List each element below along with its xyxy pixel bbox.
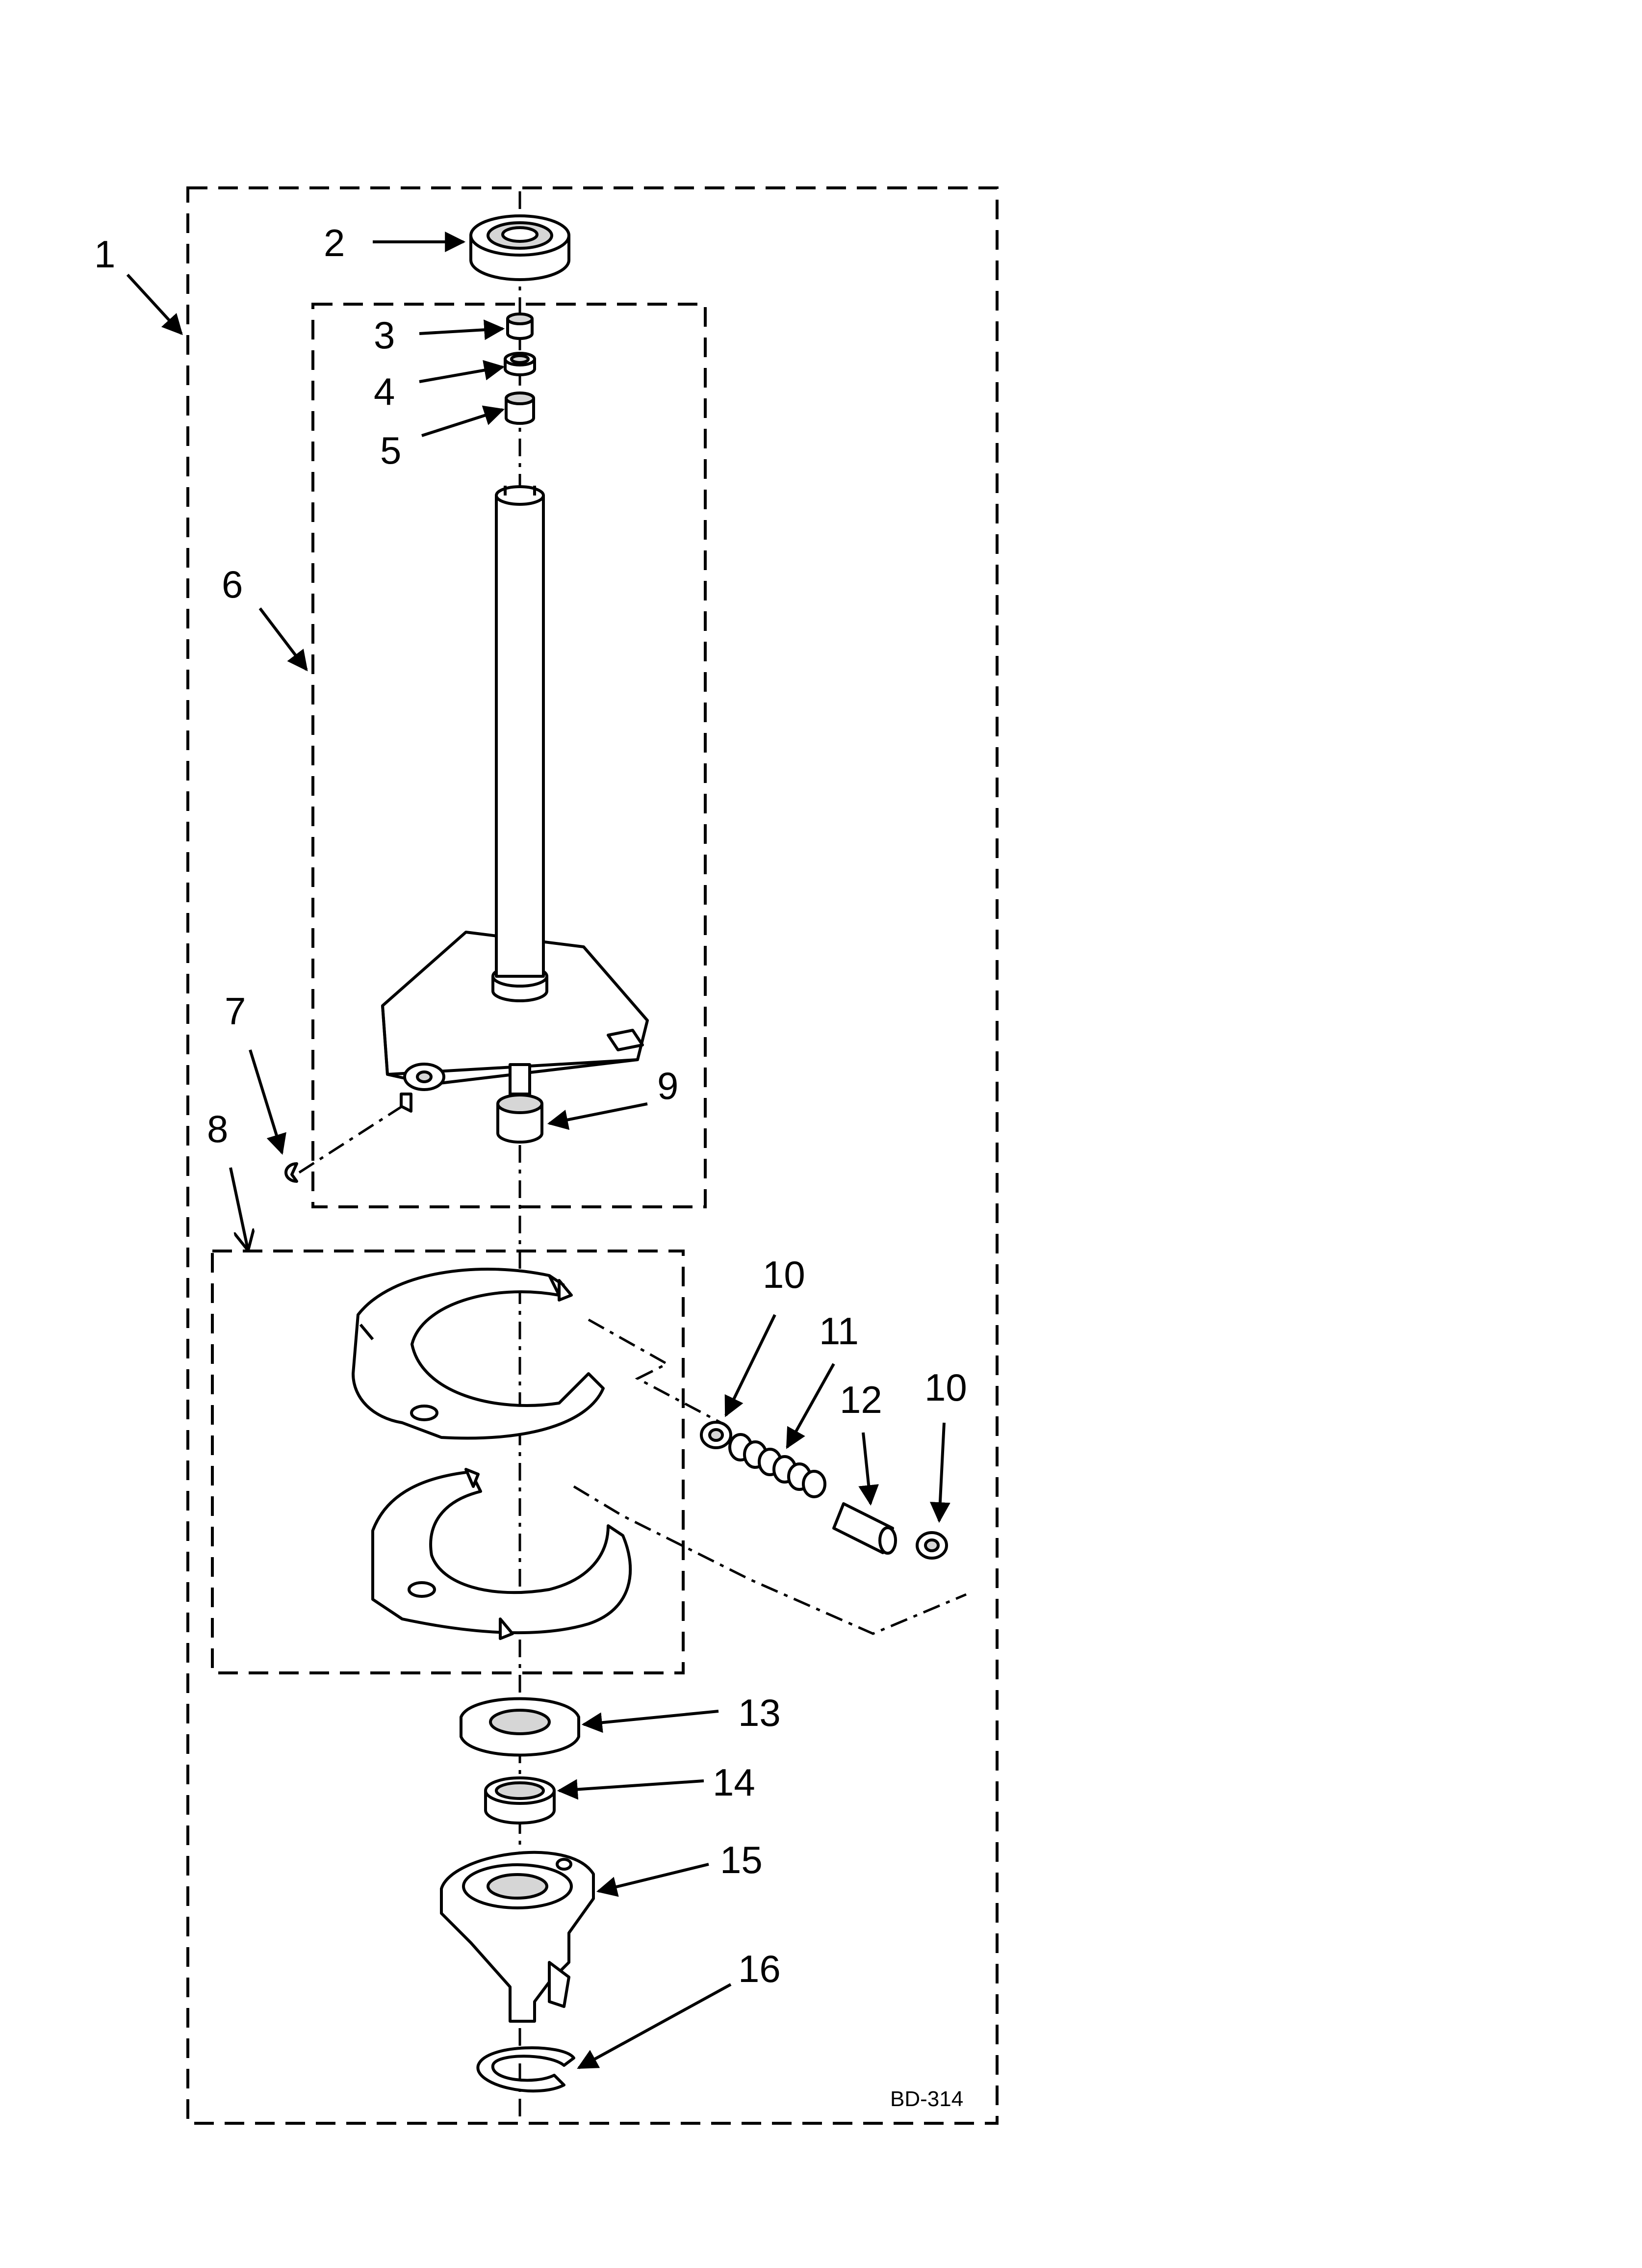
plate-part <box>460 1697 580 1757</box>
callout-7: 7 <box>225 990 246 1033</box>
callout-12: 12 <box>840 1378 882 1421</box>
washer-part <box>504 352 536 376</box>
seal-part <box>469 214 570 281</box>
assembly-8-boundary <box>211 1250 685 1674</box>
bushing-part <box>506 313 534 340</box>
retaining-ring-part <box>476 2046 575 2093</box>
callout-1: 1 <box>94 233 115 276</box>
drive-bushing-part <box>496 1094 543 1144</box>
ring-part <box>484 1776 556 1825</box>
callout-6: 6 <box>222 563 243 606</box>
leader-lines <box>126 232 950 2069</box>
pin-part <box>832 1502 897 1555</box>
shaft-part <box>381 485 649 1113</box>
callout-4: 4 <box>374 370 395 413</box>
callout-11: 11 <box>819 1309 859 1353</box>
clip-guide <box>298 1105 403 1174</box>
spring-pack-guide-lower <box>573 1485 967 1635</box>
callout-14: 14 <box>713 1761 755 1804</box>
washer-right-part <box>916 1531 948 1560</box>
spring-part <box>728 1433 826 1498</box>
clip-part <box>284 1162 298 1183</box>
assembly-6-boundary <box>311 303 707 1208</box>
callout-15: 15 <box>720 1838 763 1881</box>
washer-left-part <box>700 1421 732 1449</box>
callout-8: 8 <box>207 1107 228 1150</box>
callout-9: 9 <box>657 1064 678 1107</box>
callout-10a: 10 <box>763 1253 805 1296</box>
brake-shoe-lower <box>371 1468 632 1640</box>
spring-pack-guide-upper <box>588 1318 722 1424</box>
brake-shoe-upper <box>352 1267 605 1440</box>
callout-16: 16 <box>738 1947 781 1990</box>
bearing-part <box>505 391 535 425</box>
callout-labels: 1 2 3 4 5 6 7 8 9 10 11 12 10 13 14 15 1… <box>94 221 967 1990</box>
callout-3: 3 <box>374 313 395 357</box>
diagram-code: BD-314 <box>890 2087 963 2111</box>
callout-10b: 10 <box>924 1366 967 1409</box>
assembly-1-boundary <box>186 186 999 2125</box>
callout-2: 2 <box>324 221 345 264</box>
cam-part <box>440 1851 595 2023</box>
callout-5: 5 <box>380 429 401 472</box>
callout-13: 13 <box>738 1691 781 1734</box>
